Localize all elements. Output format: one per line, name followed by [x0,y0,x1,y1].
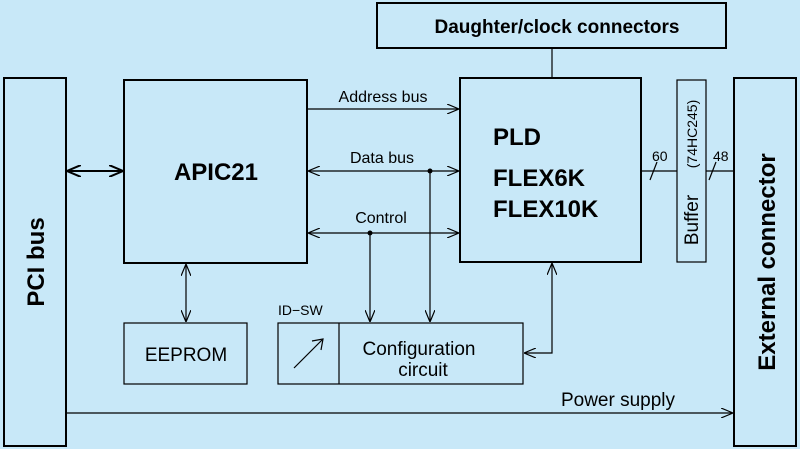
external-connector-block: External connector [733,77,797,447]
daughter-clock-block: Daughter/clock connectors [376,2,727,78]
pld-flex10k: FLEX10K [493,196,599,223]
pld-flex6k: FLEX6K [493,165,586,192]
apic-label: APIC21 [174,159,258,186]
config-line1: Configuration [362,339,475,360]
eeprom-label: EEPROM [145,345,227,366]
id-switch-icon [293,338,324,369]
width-60-label: 60 [652,148,668,164]
pld-block: PLD FLEX6K FLEX10K [459,77,642,263]
address-bus-label: Address bus [339,89,428,106]
width-48-label: 48 [713,148,729,164]
power-supply-label: Power supply [561,390,676,411]
external-connector-label: External connector [754,153,781,370]
config-line2: circuit [398,360,448,381]
control-label: Control [355,210,407,227]
control-bus: Control [309,210,458,321]
pld-title: PLD [493,124,541,151]
pld-config-link [525,264,552,353]
pci-bus-block: PCI bus [3,77,67,447]
pld-buffer-connector-link: 60 48 [641,148,734,181]
buffer-label: Buffer [682,194,703,245]
config-circuit-block: ID−SW Configuration circuit [277,302,524,385]
id-sw-label: ID−SW [278,302,324,318]
power-supply-line: Power supply [66,390,732,413]
apic-block: APIC21 [123,79,308,264]
data-bus-label: Data bus [350,150,414,167]
data-bus: Data bus [309,150,458,321]
pci-bus-label: PCI bus [23,217,50,306]
address-bus: Address bus [307,89,458,109]
daughter-clock-label: Daughter/clock connectors [435,17,680,38]
buffer-part-label: (74HC245) [684,100,700,168]
buffer-block: Buffer (74HC245) [676,79,707,263]
eeprom-block: EEPROM [123,322,248,385]
